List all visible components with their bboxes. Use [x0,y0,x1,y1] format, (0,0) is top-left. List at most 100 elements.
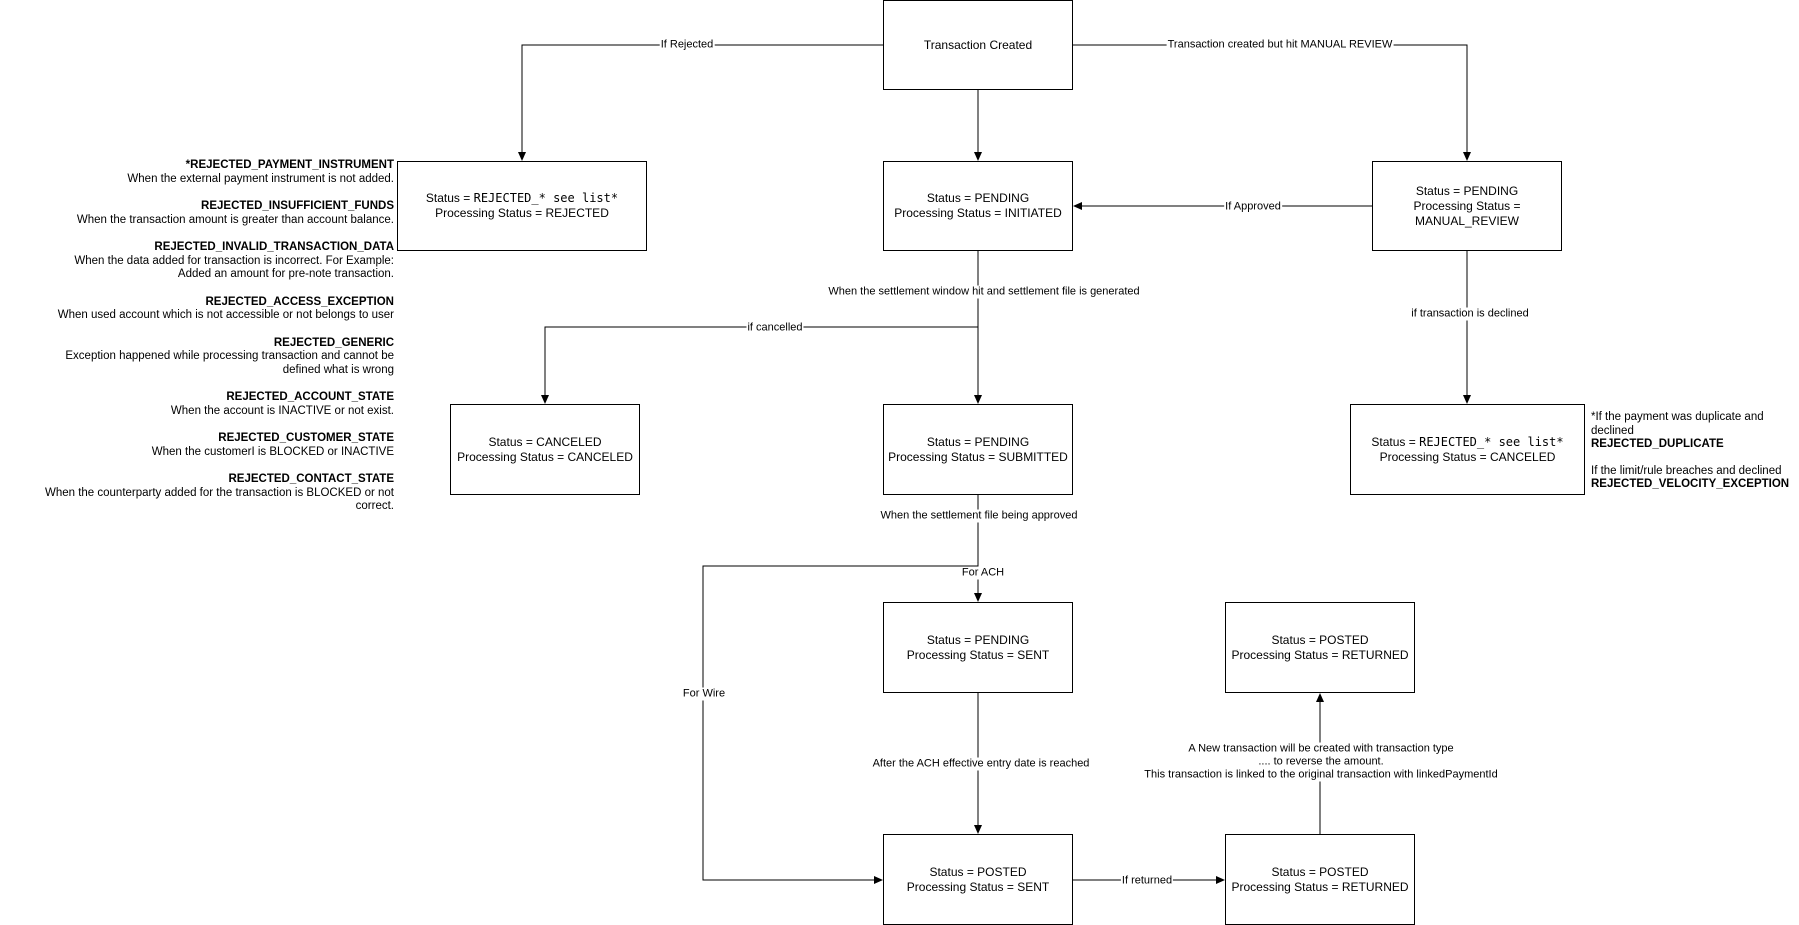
edge-label-if-returned: If returned [1120,874,1174,888]
node-pending-sent: Status = PENDING Processing Status = SEN… [883,602,1073,693]
reason-code: REJECTED_CUSTOMER_STATE [218,432,394,444]
velocity-code: REJECTED_VELOCITY_EXCEPTION [1591,478,1790,490]
node-label: Transaction Created [923,37,1033,52]
node-canceled: Status = CANCELED Processing Status = CA… [450,404,640,495]
reason-desc: When the counterparty added for the tran… [44,486,394,513]
reverse-line-3: This transaction is linked to the origin… [1144,768,1498,781]
status-line: Status = PENDING [926,632,1030,647]
arrowhead-icon [518,152,526,161]
node-rejected: Status = REJECTED_* see list* Processing… [397,161,647,251]
reason-code: *REJECTED_PAYMENT_INSTRUMENT [185,159,394,171]
status-code: REJECTED_* see list* [1419,434,1564,449]
edge-label-manual-review: Transaction created but hit MANUAL REVIE… [1166,38,1394,52]
processing-line: Processing Status = SUBMITTED [888,449,1068,464]
reason-item: REJECTED_ACCOUNT_STATE When the account … [0,391,394,418]
reason-item: REJECTED_INSUFFICIENT_FUNDS When the tra… [0,200,394,227]
status-line: Status = PENDING [926,434,1030,449]
node-pending-submitted: Status = PENDING Processing Status = SUB… [883,404,1073,495]
processing-line: Processing Status = CANCELED [457,449,633,464]
processing-line: Processing Status = SENT [906,879,1050,894]
reason-item: REJECTED_GENERIC Exception happened whil… [0,337,394,378]
status-code: REJECTED_* see list* [473,191,619,205]
processing-line: Processing Status = RETURNED [1231,879,1409,894]
arrowhead-icon [1463,152,1471,161]
duplicate-desc-2: declined [1591,424,1634,437]
status-line: Status = PENDING [926,191,1030,205]
reason-code: REJECTED_INSUFFICIENT_FUNDS [201,200,394,212]
node-pending-initiated: Status = PENDING Processing Status = INI… [883,161,1073,251]
edge-label-if-rejected: If Rejected [659,38,715,52]
edge-label-if-cancelled: if cancelled [746,321,804,335]
node-posted-returned-top: Status = POSTED Processing Status = RETU… [1225,602,1415,693]
status-line: Status = PENDING [1415,183,1519,198]
arrowhead-icon [1463,395,1471,404]
edge-if-rejected [521,44,883,156]
duplicate-code: REJECTED_DUPLICATE [1591,438,1724,450]
reason-desc: When the account is INACTIVE or not exis… [170,404,394,417]
edge-label-ach-effective: After the ACH effective entry date is re… [871,757,1091,771]
node-rejected-canceled: Status = REJECTED_* see list* Processing… [1350,404,1585,495]
status-line: Status = REJECTED_* see list* [1371,435,1563,450]
reason-code: REJECTED_CONTACT_STATE [228,473,395,485]
edge-label-if-declined: if transaction is declined [1410,307,1530,321]
status-line: Status = REJECTED_* see list* [426,191,618,206]
edge-label-settlement-approved: When the settlement file being approved [879,509,1079,523]
node-posted-sent: Status = POSTED Processing Status = SENT [883,834,1073,925]
declined-notes: *If the payment was duplicate and declin… [1591,411,1796,492]
processing-line: Processing Status = SENT [906,647,1050,662]
rejection-reasons: *REJECTED_PAYMENT_INSTRUMENT When the ex… [0,159,394,514]
reason-item: REJECTED_ACCESS_EXCEPTION When used acco… [0,296,394,323]
reason-item: REJECTED_CONTACT_STATE When the counterp… [0,473,394,514]
processing-line: Processing Status = INITIATED [894,206,1062,220]
reason-desc: When the external payment instrument is … [127,172,394,185]
processing-line: Processing Status = REJECTED [435,206,609,220]
status-line: Status = CANCELED [488,434,602,449]
status-line: Status = POSTED [929,864,1027,879]
edge-for-wire [702,565,978,881]
reason-item: *REJECTED_PAYMENT_INSTRUMENT When the ex… [0,159,394,186]
reverse-line-1: A New transaction will be created with t… [1188,742,1454,755]
reason-code: REJECTED_GENERIC [273,336,394,349]
reason-desc: Exception happened while processing tran… [65,350,394,376]
edge-label-settlement-window: When the settlement window hit and settl… [827,285,1141,299]
processing-line: Processing Status = [1413,198,1521,213]
arrowhead-icon [541,395,549,404]
status-prefix: Status = [425,191,474,205]
status-line: Status = POSTED [1271,864,1369,879]
reason-code: REJECTED_ACCESS_EXCEPTION [205,295,394,308]
node-transaction-created: Transaction Created [883,0,1073,90]
edge-label-if-approved: If Approved [1224,200,1282,214]
reason-desc: When the transaction amount is greater t… [76,213,394,226]
node-posted-returned: Status = POSTED Processing Status = RETU… [1225,834,1415,925]
reason-item: REJECTED_CUSTOMER_STATE When the custome… [0,432,394,459]
processing-value: MANUAL_REVIEW [1414,213,1520,228]
status-line: Status = POSTED [1271,632,1369,647]
processing-line: Processing Status = RETURNED [1231,647,1409,662]
reason-item: REJECTED_INVALID_TRANSACTION_DATA When t… [0,241,394,282]
edge-if-cancelled [544,326,978,399]
arrowhead-icon [974,152,982,161]
arrowhead-icon [1073,202,1082,210]
edge-label-reverse: A New transaction will be created with t… [1143,742,1499,782]
node-manual-review: Status = PENDING Processing Status = MAN… [1372,161,1562,251]
arrowhead-icon [974,395,982,404]
reverse-line-2: .... to reverse the amount. [1258,755,1384,768]
reason-code: REJECTED_INVALID_TRANSACTION_DATA [154,241,394,253]
reason-code: REJECTED_ACCOUNT_STATE [226,391,394,403]
duplicate-desc-1: *If the payment was duplicate and [1591,411,1764,423]
arrowhead-icon [1316,693,1324,702]
arrowhead-icon [974,593,982,602]
edge-manual-review [1073,44,1468,156]
status-prefix: Status = [1371,434,1420,449]
arrowhead-icon [1216,876,1225,884]
processing-line: Processing Status = CANCELED [1379,449,1556,464]
reason-desc: When the customerI is BLOCKED or INACTIV… [151,445,394,458]
reason-desc: When used account which is not accessibl… [57,309,394,321]
edge-label-for-ach: For ACH [960,566,1006,580]
arrowhead-icon [974,825,982,834]
reason-desc: When the data added for transaction is i… [74,254,394,281]
velocity-desc: If the limit/rule breaches and declined [1591,464,1782,477]
arrowhead-icon [874,876,883,884]
